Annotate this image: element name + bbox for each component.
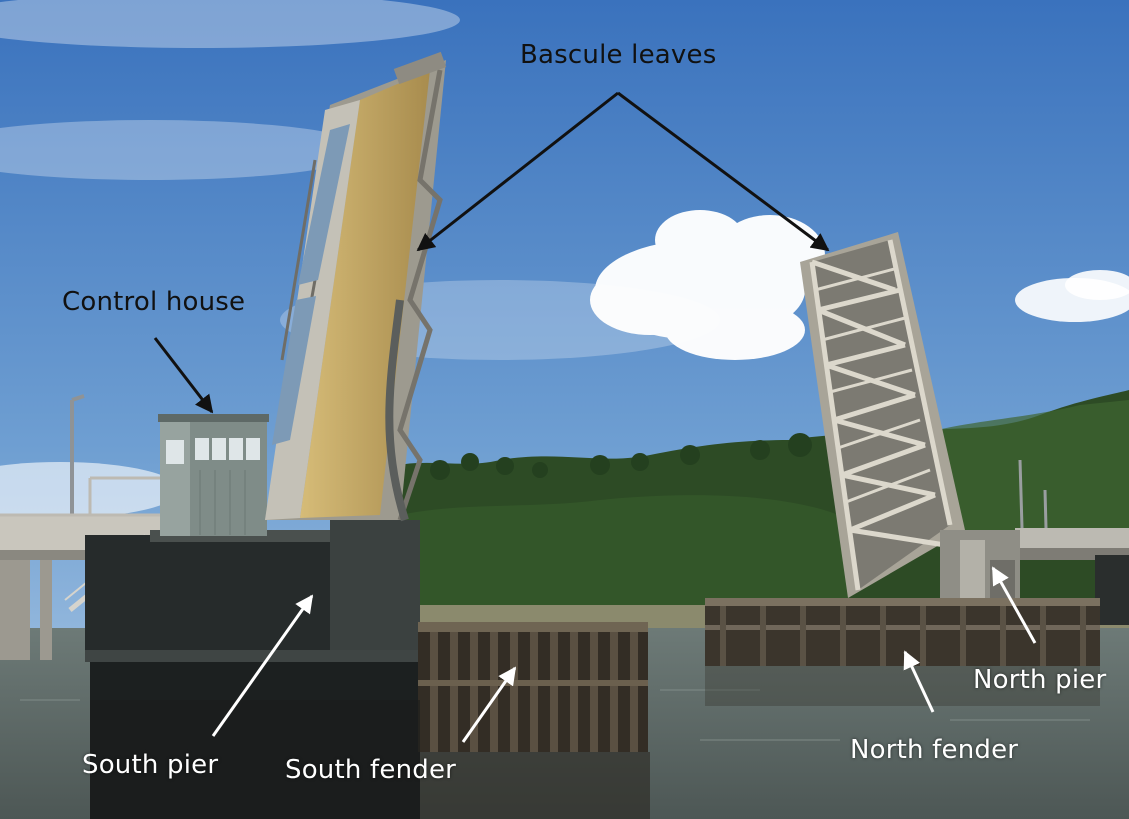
north-pier-label: North pier [973, 665, 1107, 695]
arrow-south-fender [461, 666, 517, 743]
north-approach [1015, 459, 1129, 625]
south-fender-label: South fender [285, 755, 457, 785]
clouds [0, 0, 1129, 518]
arrow-south-pier [211, 594, 314, 737]
arrow-bascule-left [416, 91, 619, 252]
annotation-arrows [153, 91, 1037, 743]
arrow-control-house [153, 337, 214, 414]
north-fender-label: North fender [850, 735, 1019, 765]
arrow-bascule-right [617, 91, 830, 252]
south-fender-structure [418, 622, 648, 752]
north-fender-structure [705, 598, 1100, 666]
north-bascule-leaf [800, 232, 965, 598]
north-pier-structure [940, 530, 1020, 600]
arrow-north-fender [903, 650, 935, 713]
arrow-north-pier [991, 566, 1037, 644]
south-bascule-leaf [265, 51, 447, 522]
bascule-leaves-label: Bascule leaves [520, 40, 717, 70]
control-house-building [158, 414, 269, 536]
south-pier-label: South pier [82, 750, 219, 780]
control-house-label: Control house [62, 287, 246, 317]
